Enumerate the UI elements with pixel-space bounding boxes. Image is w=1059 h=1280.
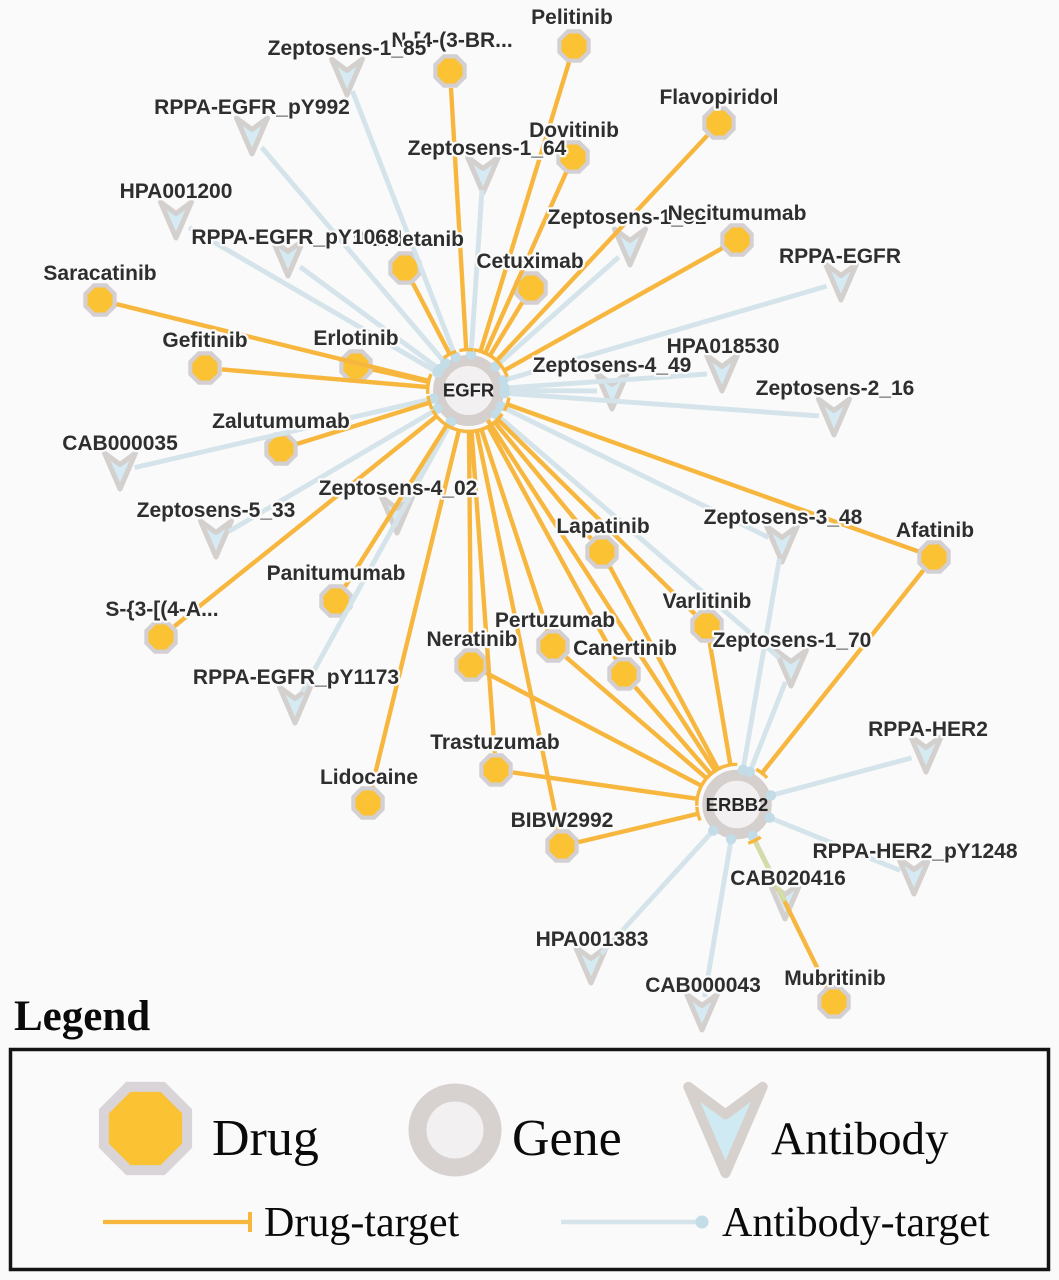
svg-text:Varlitinib: Varlitinib: [663, 590, 752, 613]
svg-text:ERBB2: ERBB2: [706, 794, 769, 815]
svg-text:HPA018530: HPA018530: [667, 335, 780, 358]
svg-text:Necitumumab: Necitumumab: [668, 202, 807, 225]
svg-text:Pelitinib: Pelitinib: [531, 6, 613, 29]
svg-text:RPPA-EGFR_pY992: RPPA-EGFR_pY992: [154, 96, 350, 119]
svg-text:HPA001383: HPA001383: [536, 928, 649, 951]
svg-text:Dovitinib: Dovitinib: [529, 119, 619, 142]
svg-text:Zeptosens-5_33: Zeptosens-5_33: [137, 499, 296, 522]
svg-text:Antibody-target: Antibody-target: [722, 1200, 990, 1246]
svg-text:Zeptosens-2_16: Zeptosens-2_16: [756, 377, 915, 400]
svg-text:Zeptosens-4_02: Zeptosens-4_02: [319, 477, 478, 500]
svg-text:Drug-target: Drug-target: [264, 1200, 459, 1246]
svg-text:Flavopiridol: Flavopiridol: [659, 86, 778, 109]
svg-text:CAB000043: CAB000043: [645, 974, 761, 997]
svg-text:Lidocaine: Lidocaine: [320, 766, 418, 789]
svg-text:Mubritinib: Mubritinib: [784, 967, 885, 990]
svg-text:CAB020416: CAB020416: [730, 867, 846, 890]
svg-text:Trastuzumab: Trastuzumab: [430, 731, 560, 754]
svg-text:Canertinib: Canertinib: [573, 637, 677, 660]
svg-text:Drug: Drug: [212, 1110, 319, 1167]
svg-text:Zalutumumab: Zalutumumab: [212, 410, 350, 433]
svg-text:Pertuzumab: Pertuzumab: [495, 609, 615, 632]
svg-text:Zeptosens-1_85: Zeptosens-1_85: [268, 37, 427, 60]
svg-text:RPPA-HER2: RPPA-HER2: [868, 718, 988, 741]
svg-text:RPPA-HER2_pY1248: RPPA-HER2_pY1248: [812, 840, 1017, 863]
svg-text:S-{3-[(4-A...: S-{3-[(4-A...: [105, 598, 218, 621]
svg-text:Panitumumab: Panitumumab: [267, 562, 406, 585]
svg-text:Zeptosens-3_48: Zeptosens-3_48: [704, 506, 863, 529]
svg-text:Cetuximab: Cetuximab: [476, 250, 583, 273]
svg-text:N-[4-(3-BR...: N-[4-(3-BR...: [391, 29, 512, 52]
svg-text:Antibody: Antibody: [771, 1113, 949, 1165]
svg-text:HPA001200: HPA001200: [120, 180, 233, 203]
svg-text:Neratinib: Neratinib: [426, 628, 517, 651]
svg-text:Afatinib: Afatinib: [896, 519, 974, 542]
svg-text:Gene: Gene: [512, 1110, 622, 1167]
svg-text:Zeptosens-1_70: Zeptosens-1_70: [713, 629, 872, 652]
svg-text:Zeptosens-1_64: Zeptosens-1_64: [408, 137, 567, 160]
svg-text:Zeptosens-4_49: Zeptosens-4_49: [533, 354, 692, 377]
svg-text:Zeptosens-1_31: Zeptosens-1_31: [548, 206, 707, 229]
svg-text:Erlotinib: Erlotinib: [313, 327, 398, 350]
svg-text:BIBW2992: BIBW2992: [511, 809, 614, 832]
svg-text:CAB000035: CAB000035: [62, 432, 178, 455]
svg-text:EGFR: EGFR: [443, 380, 494, 401]
svg-text:Lapatinib: Lapatinib: [556, 515, 649, 538]
svg-text:Vandetanib: Vandetanib: [352, 228, 464, 251]
svg-text:Legend: Legend: [14, 993, 150, 1040]
svg-text:RPPA-EGFR_pY1173: RPPA-EGFR_pY1173: [193, 666, 399, 689]
svg-text:RPPA-EGFR_pY1068: RPPA-EGFR_pY1068: [191, 226, 399, 249]
svg-text:Saracatinib: Saracatinib: [43, 262, 156, 285]
svg-text:RPPA-EGFR: RPPA-EGFR: [779, 245, 901, 268]
svg-text:Gefitinib: Gefitinib: [162, 329, 247, 352]
